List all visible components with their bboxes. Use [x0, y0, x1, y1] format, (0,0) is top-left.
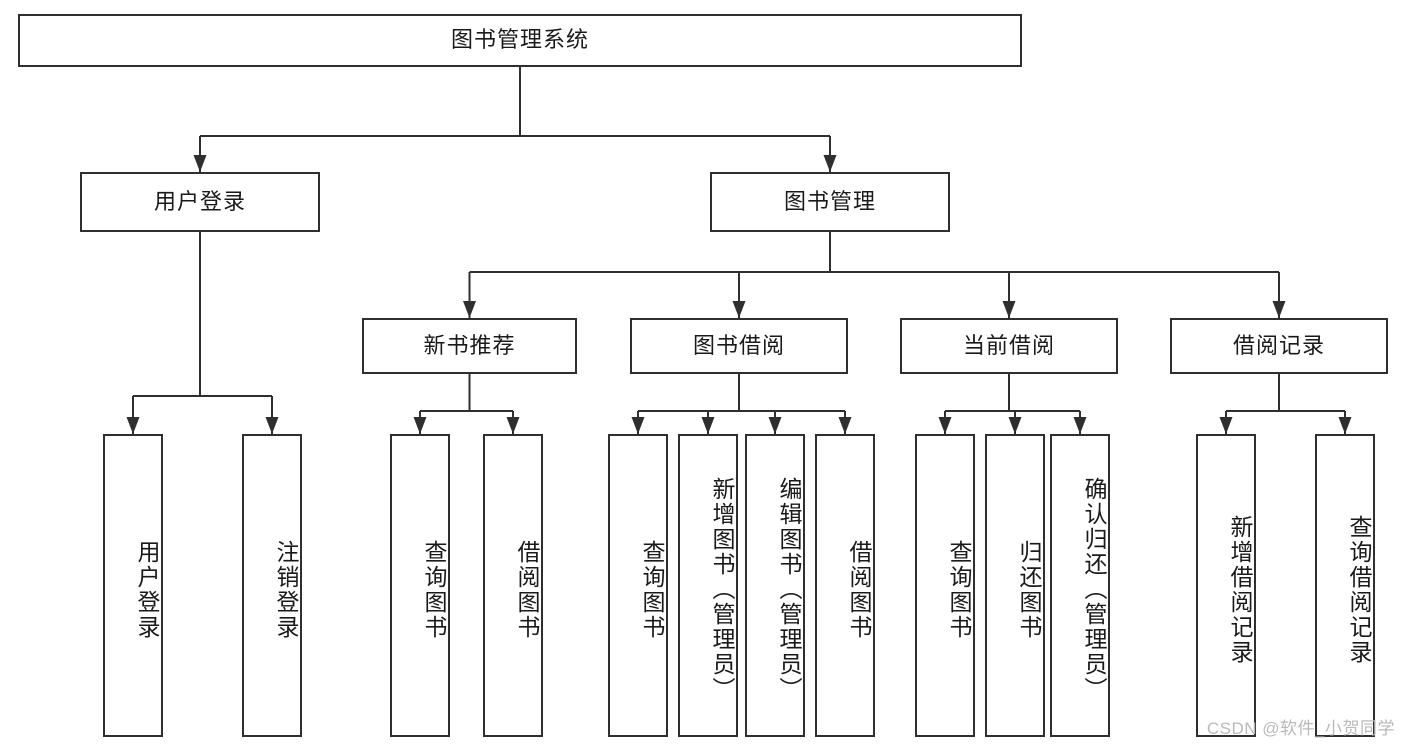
node-label: 查询图书	[946, 539, 972, 640]
node-leaf-2[interactable]: 查询图书	[390, 434, 450, 737]
node-label: 借阅记录	[1232, 332, 1325, 358]
node-leaf-3[interactable]: 借阅图书	[483, 434, 543, 737]
node-label: 注销登录	[273, 539, 299, 640]
node-leaf-6[interactable]: 编辑图书（管理员）	[745, 434, 805, 737]
node-l3-新书推荐[interactable]: 新书推荐	[362, 318, 577, 374]
node-l3-借阅记录[interactable]: 借阅记录	[1170, 318, 1388, 374]
node-label: 确认归还（管理员）	[1081, 477, 1107, 702]
node-label: 查询图书	[639, 539, 665, 640]
node-leaf-8[interactable]: 查询图书	[915, 434, 975, 737]
node-l2-用户登录[interactable]: 用户登录	[80, 172, 320, 232]
node-leaf-9[interactable]: 归还图书	[985, 434, 1045, 737]
node-root-图书管理系统[interactable]: 图书管理系统	[18, 14, 1022, 67]
node-label: 新增图书（管理员）	[709, 477, 735, 702]
node-l3-当前借阅[interactable]: 当前借阅	[900, 318, 1118, 374]
node-label: 图书管理系统	[450, 27, 589, 53]
node-leaf-12[interactable]: 查询借阅记录	[1315, 434, 1375, 737]
node-leaf-7[interactable]: 借阅图书	[815, 434, 875, 737]
node-leaf-1[interactable]: 注销登录	[242, 434, 302, 737]
node-leaf-4[interactable]: 查询图书	[608, 434, 668, 737]
node-label: 当前借阅	[962, 332, 1055, 358]
node-label: 编辑图书（管理员）	[776, 477, 802, 702]
node-label: 归还图书	[1016, 539, 1042, 640]
node-label: 新增借阅记录	[1227, 514, 1253, 665]
node-label: 新书推荐	[423, 332, 516, 358]
node-leaf-11[interactable]: 新增借阅记录	[1196, 434, 1256, 737]
node-label: 图书管理	[783, 188, 876, 214]
node-leaf-5[interactable]: 新增图书（管理员）	[678, 434, 738, 737]
node-label: 用户登录	[153, 188, 246, 214]
node-l2-图书管理[interactable]: 图书管理	[710, 172, 950, 232]
node-label: 查询图书	[421, 539, 447, 640]
node-leaf-10[interactable]: 确认归还（管理员）	[1050, 434, 1110, 737]
node-label: 图书借阅	[692, 332, 785, 358]
watermark-text: CSDN @软件_小贺同学	[1206, 719, 1395, 738]
node-label: 用户登录	[134, 539, 160, 640]
node-label: 查询借阅记录	[1346, 514, 1372, 665]
node-label: 借阅图书	[514, 539, 540, 640]
node-leaf-0[interactable]: 用户登录	[103, 434, 163, 737]
node-l3-图书借阅[interactable]: 图书借阅	[630, 318, 848, 374]
node-label: 借阅图书	[846, 539, 872, 640]
